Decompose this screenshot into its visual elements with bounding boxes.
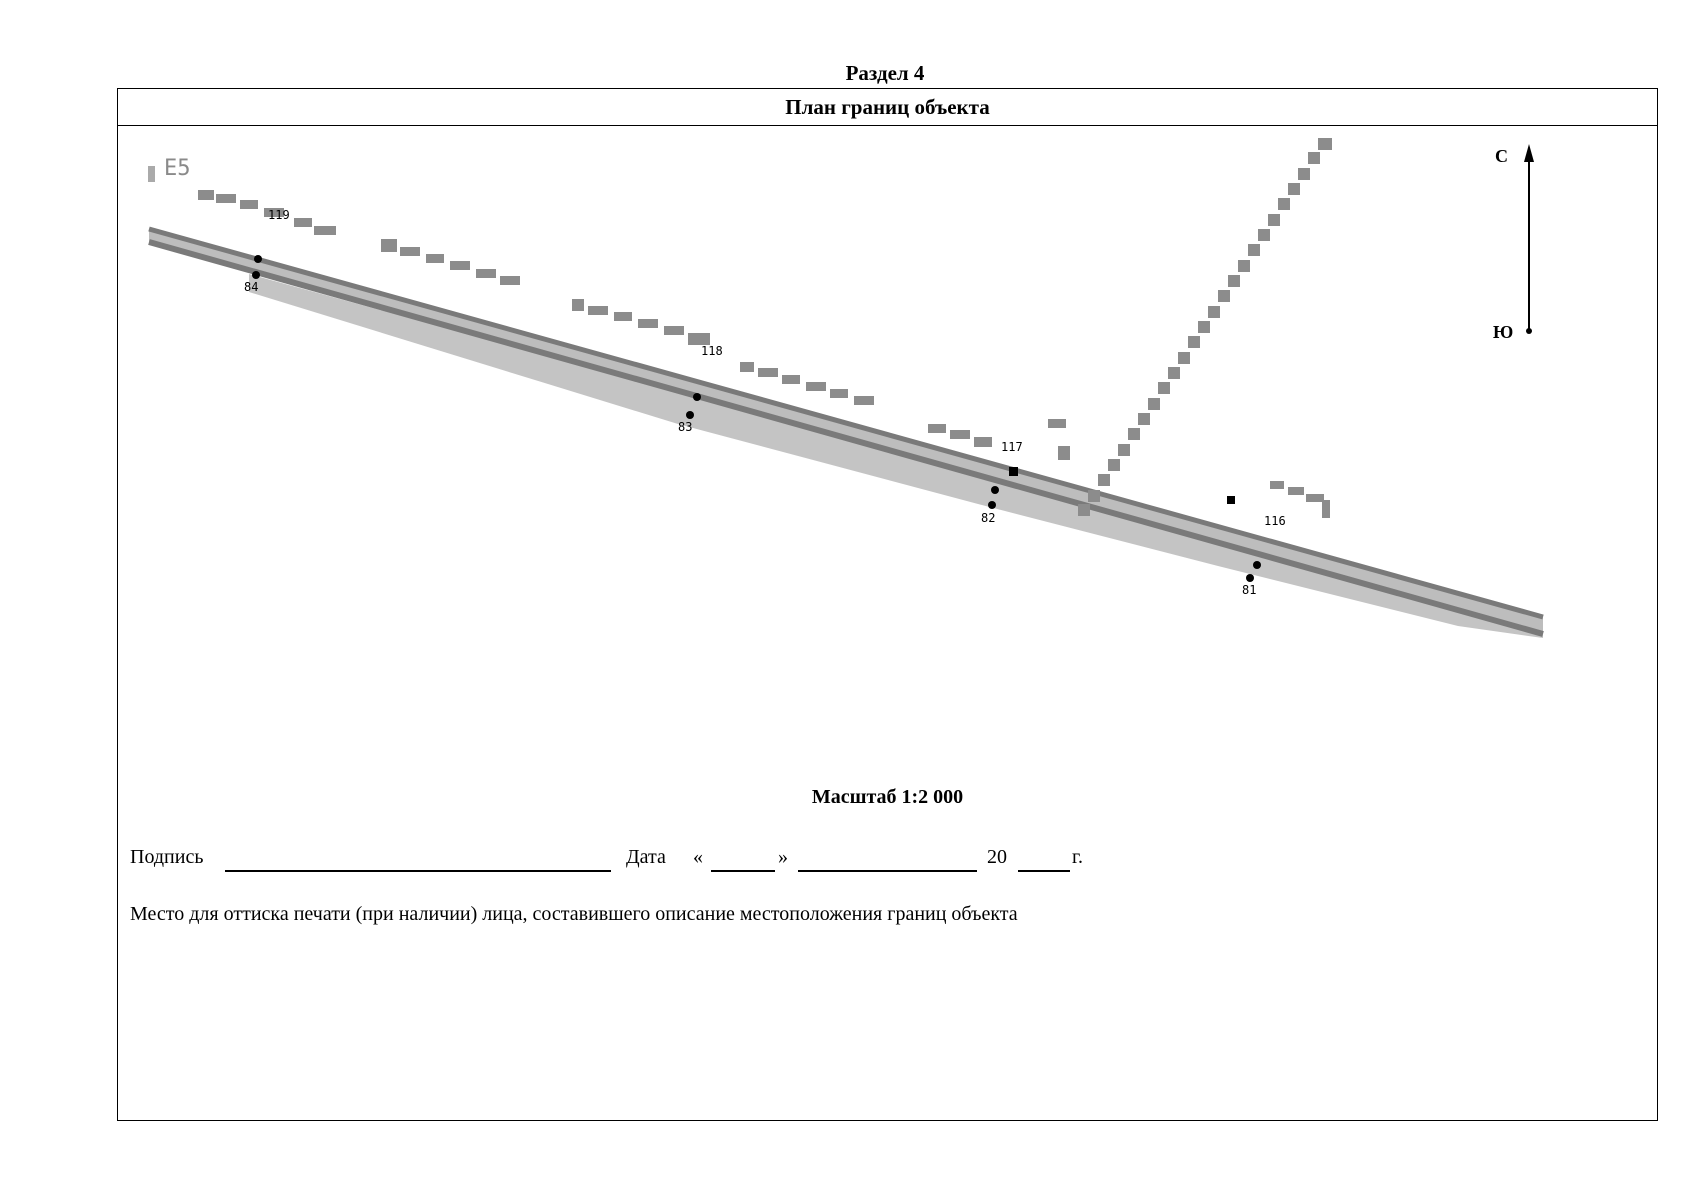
year-prefix: 20 xyxy=(987,846,1007,868)
boundary-map: E5 119 84 118 83 117 82 116 81 С Ю xyxy=(118,126,1657,766)
plan-frame: План границ объекта xyxy=(117,88,1658,1121)
boundary-line-lower xyxy=(148,239,1544,637)
point-81-outer xyxy=(1253,561,1261,569)
boundary-points xyxy=(252,255,1261,582)
date-year-field[interactable] xyxy=(1018,870,1070,872)
dashed-parcel-lines xyxy=(198,190,1330,518)
north-arrow-icon xyxy=(1524,144,1534,162)
point-116-marker xyxy=(1227,496,1235,504)
point-83 xyxy=(686,411,694,419)
point-81 xyxy=(1246,574,1254,582)
label-119: 119 xyxy=(268,208,290,222)
point-82-outer xyxy=(991,486,999,494)
label-116: 116 xyxy=(1264,514,1286,528)
label-117: 117 xyxy=(1001,440,1023,454)
scale-label: Масштаб 1:2 000 xyxy=(811,786,964,808)
boundary-line-upper xyxy=(148,226,1544,620)
year-suffix: г. xyxy=(1072,846,1083,868)
point-84 xyxy=(252,271,260,279)
label-118: 118 xyxy=(701,344,723,358)
label-83: 83 xyxy=(678,420,692,434)
label-84: 84 xyxy=(244,280,258,294)
signature-field[interactable] xyxy=(225,870,611,872)
date-month-field[interactable] xyxy=(798,870,977,872)
terrain-fill xyxy=(249,274,1543,638)
compass: С Ю xyxy=(1493,144,1534,342)
point-84-outer xyxy=(254,255,262,263)
label-81: 81 xyxy=(1242,583,1256,597)
compass-north: С xyxy=(1495,146,1508,166)
date-quote-open: « xyxy=(693,846,703,868)
date-quote-close: » xyxy=(778,846,788,868)
plan-header: План границ объекта xyxy=(118,89,1657,126)
diagonal-road-dashes xyxy=(1078,138,1332,516)
signature-row: Подпись Дата « » 20 г. xyxy=(130,846,1630,876)
date-label: Дата xyxy=(626,846,666,868)
sheet-label: E5 xyxy=(164,156,191,181)
signature-label: Подпись xyxy=(130,846,204,868)
point-117-marker xyxy=(1009,467,1018,476)
point-83-outer xyxy=(693,393,701,401)
sheet-marker xyxy=(148,166,155,182)
stamp-place-text: Место для оттиска печати (при наличии) л… xyxy=(130,903,1018,925)
map-canvas: E5 119 84 118 83 117 82 116 81 С Ю xyxy=(148,138,1544,638)
label-82: 82 xyxy=(981,511,995,525)
section-title: Раздел 4 xyxy=(845,61,925,85)
compass-south: Ю xyxy=(1493,322,1513,342)
date-day-field[interactable] xyxy=(711,870,775,872)
point-82 xyxy=(988,501,996,509)
boundary-strip xyxy=(149,229,1543,634)
